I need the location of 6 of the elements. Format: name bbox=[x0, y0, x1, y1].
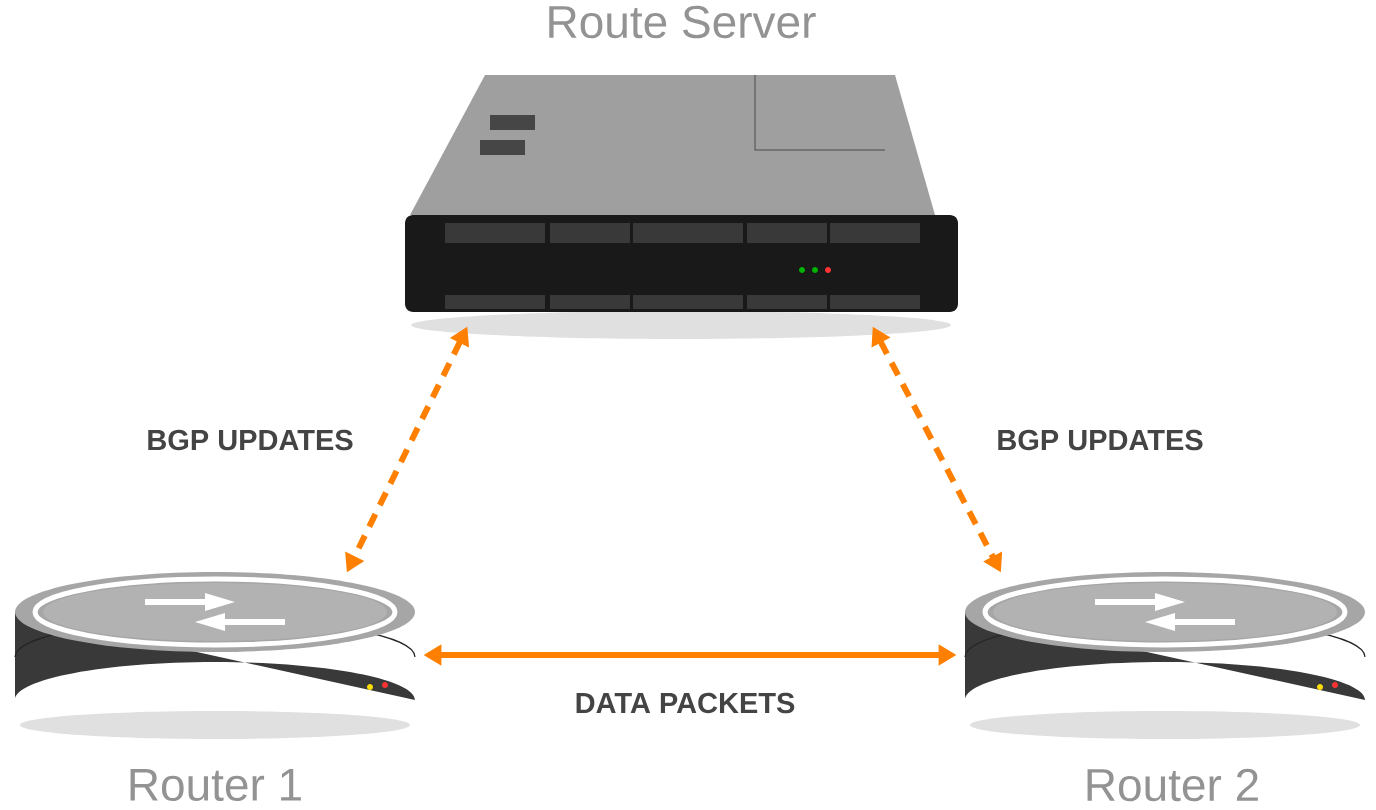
device-label: Router 2 bbox=[1087, 768, 1258, 802]
device-label: Route Server bbox=[549, 5, 816, 39]
edge-label: DATA PACKETS bbox=[572, 690, 798, 716]
edge-label: BGP UPDATES bbox=[144, 427, 356, 453]
edge-label: BGP UPDATES bbox=[994, 427, 1206, 453]
device-label: Router 1 bbox=[130, 768, 301, 802]
